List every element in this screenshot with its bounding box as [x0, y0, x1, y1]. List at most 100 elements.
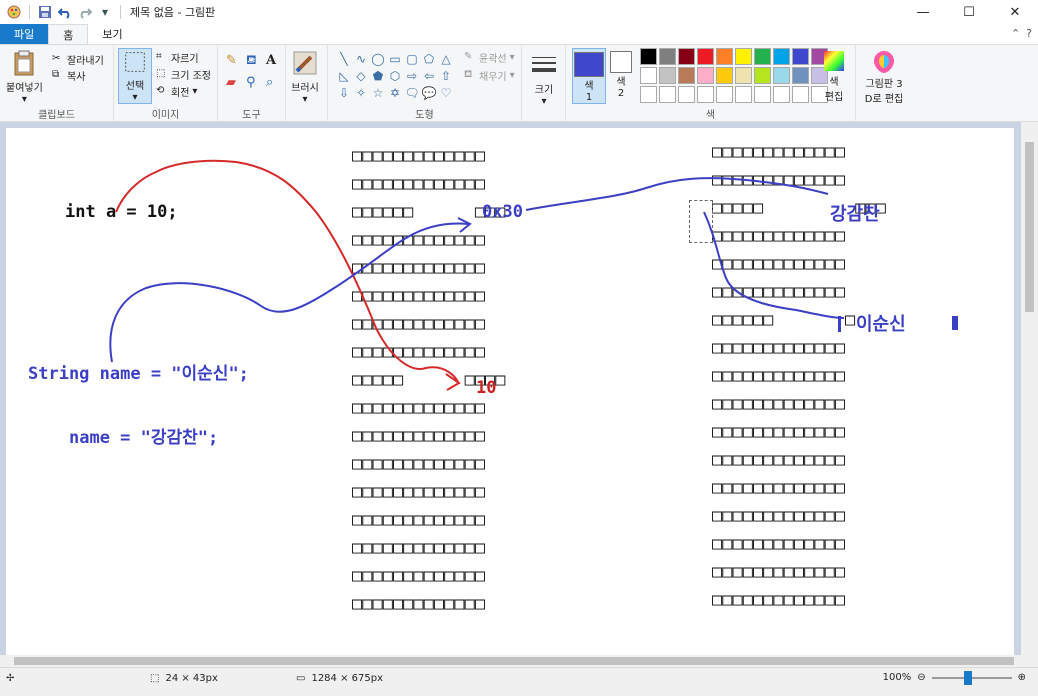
- collapse-ribbon-icon[interactable]: ⌃: [1010, 27, 1021, 40]
- arrow-right-icon[interactable]: ⇨: [406, 69, 418, 83]
- status-bar: ✢ ⬚ 24 × 43px ▭ 1284 × 675px 100% ⊖ ⊕: [0, 667, 1038, 696]
- palette-color[interactable]: [640, 48, 657, 65]
- horizontal-scrollbar[interactable]: [0, 655, 1038, 667]
- palette-color[interactable]: [697, 48, 714, 65]
- color2-label-a: 색: [616, 77, 626, 88]
- drawing-canvas[interactable]: int a = 10; String name = "이순신"; name = …: [6, 128, 1014, 655]
- customize-qa-icon[interactable]: ▾: [101, 5, 109, 19]
- palette-color[interactable]: [792, 67, 809, 84]
- chevron-down-icon: ▾: [132, 92, 138, 103]
- edit-with-paint3d-button[interactable]: 그림판 3 D로 편집: [860, 49, 908, 105]
- star5-icon[interactable]: ☆: [372, 86, 384, 100]
- palette-color[interactable]: [678, 48, 695, 65]
- scroll-thumb[interactable]: [1025, 142, 1034, 312]
- group-image: 선택 ▾ ⌗ 자르기 ⬚ 크기 조정 ⟲ 회전 ▾ 이미지: [114, 45, 218, 123]
- diamond-icon[interactable]: ◇: [356, 69, 366, 83]
- pentagon-icon[interactable]: ⬟: [372, 69, 384, 83]
- color2-button[interactable]: 색 2: [610, 51, 632, 99]
- palette-color[interactable]: [773, 67, 790, 84]
- group-label: 도구: [242, 110, 261, 121]
- star6-icon[interactable]: ✡: [389, 86, 401, 100]
- selection-rectangle[interactable]: [689, 200, 713, 243]
- palette-color[interactable]: [811, 86, 828, 103]
- select-button[interactable]: 선택 ▾: [118, 48, 152, 104]
- edit-colors-button[interactable]: 색 편집: [822, 49, 846, 103]
- rotate-button[interactable]: ⟲ 회전 ▾: [156, 83, 197, 99]
- vertical-scrollbar[interactable]: [1021, 122, 1038, 655]
- palette-color[interactable]: [678, 86, 695, 103]
- palette-color[interactable]: [678, 67, 695, 84]
- color-picker-icon[interactable]: ⚲: [246, 75, 256, 90]
- oval-icon[interactable]: ◯: [371, 52, 385, 66]
- outline-button[interactable]: ✎ 윤곽선 ▾: [464, 49, 515, 65]
- tab-view[interactable]: 보기: [102, 28, 123, 41]
- callout-rect-icon[interactable]: 🗨: [404, 86, 420, 100]
- palette-color[interactable]: [773, 86, 790, 103]
- zoom-slider[interactable]: [931, 670, 1012, 685]
- palette-color[interactable]: [716, 86, 733, 103]
- zoom-slider-thumb[interactable]: [963, 670, 972, 685]
- palette-color[interactable]: [735, 48, 752, 65]
- resize-button[interactable]: ⬚ 크기 조정: [156, 66, 211, 82]
- right-triangle-icon[interactable]: ◺: [339, 69, 349, 83]
- palette-color[interactable]: [640, 67, 657, 84]
- memory-grid-right-row: □□□□□□□□□□□□□: [712, 450, 846, 470]
- size-button[interactable]: 크기 ▾: [530, 51, 558, 107]
- palette-color[interactable]: [754, 48, 771, 65]
- eraser-icon[interactable]: ▰: [226, 75, 236, 90]
- palette-color[interactable]: [716, 48, 733, 65]
- cut-button[interactable]: ✂ 잘라내기: [52, 51, 104, 67]
- triangle-icon[interactable]: △: [441, 52, 451, 66]
- zoom-in-icon[interactable]: ⊕: [1017, 672, 1026, 683]
- text-icon[interactable]: A: [266, 53, 277, 68]
- zoom-out-icon[interactable]: ⊖: [917, 672, 926, 683]
- help-icon[interactable]: ?: [1026, 27, 1032, 40]
- palette-color[interactable]: [659, 67, 676, 84]
- palette-color[interactable]: [773, 48, 790, 65]
- palette-color[interactable]: [735, 86, 752, 103]
- palette-color[interactable]: [697, 86, 714, 103]
- tab-file[interactable]: 파일: [0, 24, 49, 44]
- redo-icon[interactable]: [77, 4, 93, 20]
- palette-color[interactable]: [640, 86, 657, 103]
- scroll-thumb[interactable]: [14, 657, 1014, 665]
- palette-color[interactable]: [716, 67, 733, 84]
- palette-color[interactable]: [697, 67, 714, 84]
- tab-home[interactable]: 홈: [48, 24, 89, 44]
- heart-icon[interactable]: ♡: [440, 86, 452, 100]
- hexagon-icon[interactable]: ⬡: [389, 69, 401, 83]
- fill-button[interactable]: ⛾ 채우기 ▾: [464, 67, 515, 83]
- undo-icon[interactable]: [57, 4, 73, 20]
- close-button[interactable]: ✕: [1009, 4, 1021, 20]
- palette-color[interactable]: [754, 86, 771, 103]
- line-icon[interactable]: ╲: [340, 52, 348, 66]
- arrow-down-icon[interactable]: ⇩: [338, 86, 350, 100]
- curve-icon[interactable]: ∿: [355, 52, 367, 66]
- fill-bucket-icon[interactable]: ⛾: [246, 53, 257, 68]
- arrow-left-icon[interactable]: ⇦: [423, 69, 435, 83]
- maximize-button[interactable]: ☐: [963, 4, 975, 20]
- minimize-button[interactable]: —: [916, 4, 930, 20]
- crosshair-icon: ✢: [6, 673, 15, 684]
- callout-oval-icon[interactable]: 💬: [421, 86, 437, 100]
- palette-color[interactable]: [792, 86, 809, 103]
- brushes-button[interactable]: 브러시 ▾: [291, 49, 319, 105]
- color1-button[interactable]: 색 1: [572, 48, 606, 104]
- palette-color[interactable]: [659, 48, 676, 65]
- arrow-up-icon[interactable]: ⇧: [440, 69, 452, 83]
- copy-button[interactable]: ⧉ 복사: [52, 67, 85, 83]
- rectangle-icon[interactable]: ▭: [389, 52, 401, 66]
- save-icon[interactable]: [37, 4, 53, 20]
- crop-button[interactable]: ⌗ 자르기: [156, 49, 199, 65]
- palette-color[interactable]: [792, 48, 809, 65]
- pencil-icon[interactable]: ✎: [226, 53, 237, 68]
- polygon-icon[interactable]: ⬠: [423, 52, 435, 66]
- palette-color[interactable]: [659, 86, 676, 103]
- magnifier-icon[interactable]: ⌕: [266, 75, 274, 90]
- palette-color[interactable]: [811, 67, 828, 84]
- palette-color[interactable]: [735, 67, 752, 84]
- paste-button[interactable]: 붙여넣기 ▾: [6, 49, 43, 105]
- star4-icon[interactable]: ✧: [355, 86, 367, 100]
- palette-color[interactable]: [754, 67, 771, 84]
- rounded-rect-icon[interactable]: ▢: [406, 52, 418, 66]
